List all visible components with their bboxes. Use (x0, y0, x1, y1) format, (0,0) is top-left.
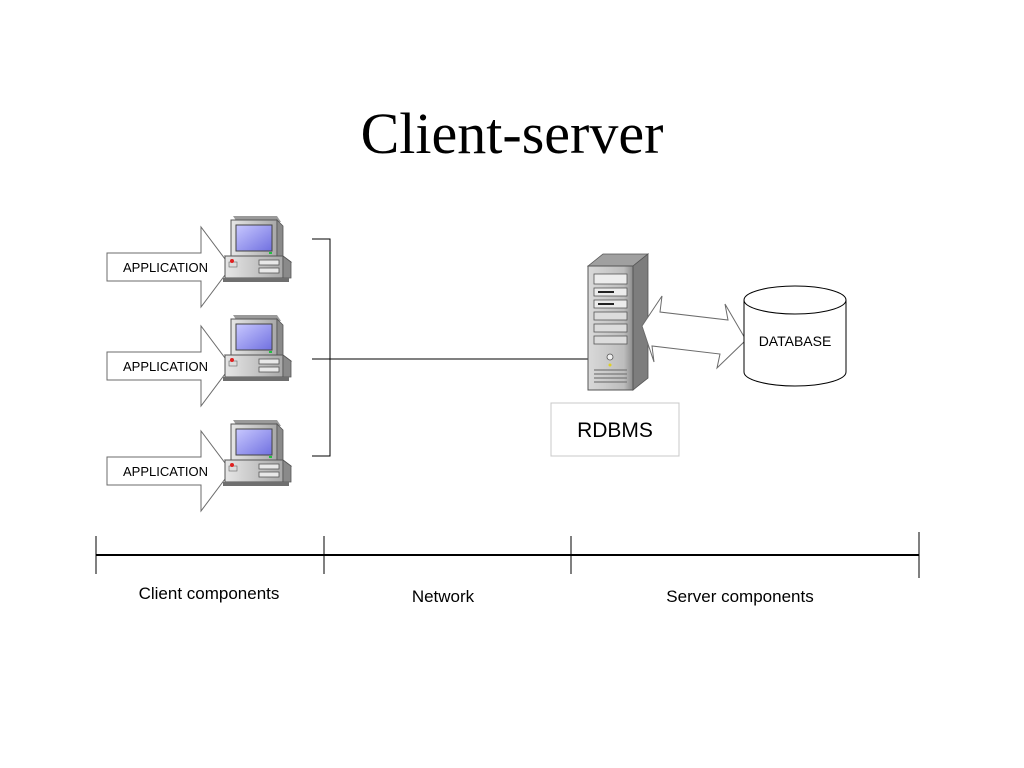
database-label: DATABASE (759, 333, 832, 349)
database-cylinder-icon: DATABASE (743, 285, 847, 387)
client-label: APPLICATION (123, 464, 208, 479)
scale-label-client: Client components (139, 584, 280, 603)
client-application-3: APPLICATION (106, 419, 292, 512)
scale-label-network: Network (412, 587, 475, 606)
server-tower-icon (586, 253, 650, 391)
client-label: APPLICATION (123, 260, 208, 275)
desktop-computer-icon (222, 215, 292, 283)
client-label: APPLICATION (123, 359, 208, 374)
desktop-computer-icon (222, 314, 292, 382)
component-scale-bar (95, 532, 920, 578)
desktop-computer-icon (222, 419, 292, 487)
server-label: RDBMS (577, 419, 653, 442)
bidirectional-arrow-icon (641, 295, 747, 370)
scale-label-server: Server components (666, 587, 813, 606)
client-bracket (312, 238, 600, 457)
client-application-2: APPLICATION (106, 314, 292, 407)
client-application-1: APPLICATION (106, 215, 292, 308)
page-title: Client-server (360, 101, 664, 166)
rdbms-label-box: RDBMS (550, 402, 680, 457)
